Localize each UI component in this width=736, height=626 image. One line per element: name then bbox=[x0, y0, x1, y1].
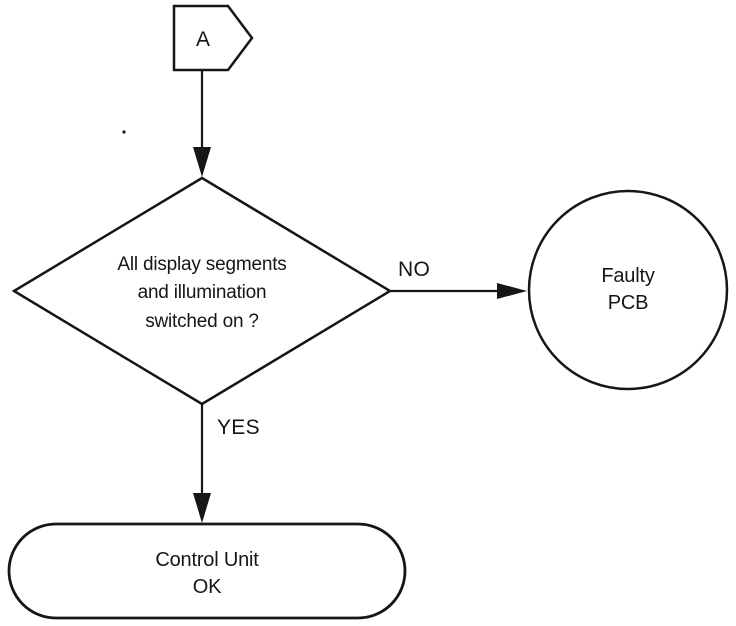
arrowhead-yes-to-control-unit bbox=[193, 493, 211, 523]
label-yes: YES bbox=[217, 416, 260, 439]
control-unit-text-line-2: OK bbox=[193, 576, 222, 598]
decision-text-line-3: switched on ? bbox=[145, 311, 259, 332]
decision-text-line-2: and illumination bbox=[138, 282, 267, 303]
arrowhead-no-to-faulty-pcb bbox=[497, 283, 527, 299]
faulty-pcb-circle bbox=[527, 189, 729, 391]
control-unit-shape bbox=[7, 522, 407, 620]
arrowhead-connector-to-decision bbox=[193, 147, 211, 177]
connector-a-label: A bbox=[196, 28, 210, 51]
faulty-pcb-text-line-1: Faulty bbox=[601, 265, 654, 287]
connector-a-shape bbox=[172, 4, 254, 72]
faulty-pcb-text-line-2: PCB bbox=[608, 292, 649, 314]
scan-artifact-dot bbox=[122, 130, 126, 134]
decision-text-line-1: All display segments bbox=[117, 254, 286, 275]
label-no: NO bbox=[398, 258, 430, 281]
control-unit-text-line-1: Control Unit bbox=[155, 549, 259, 571]
